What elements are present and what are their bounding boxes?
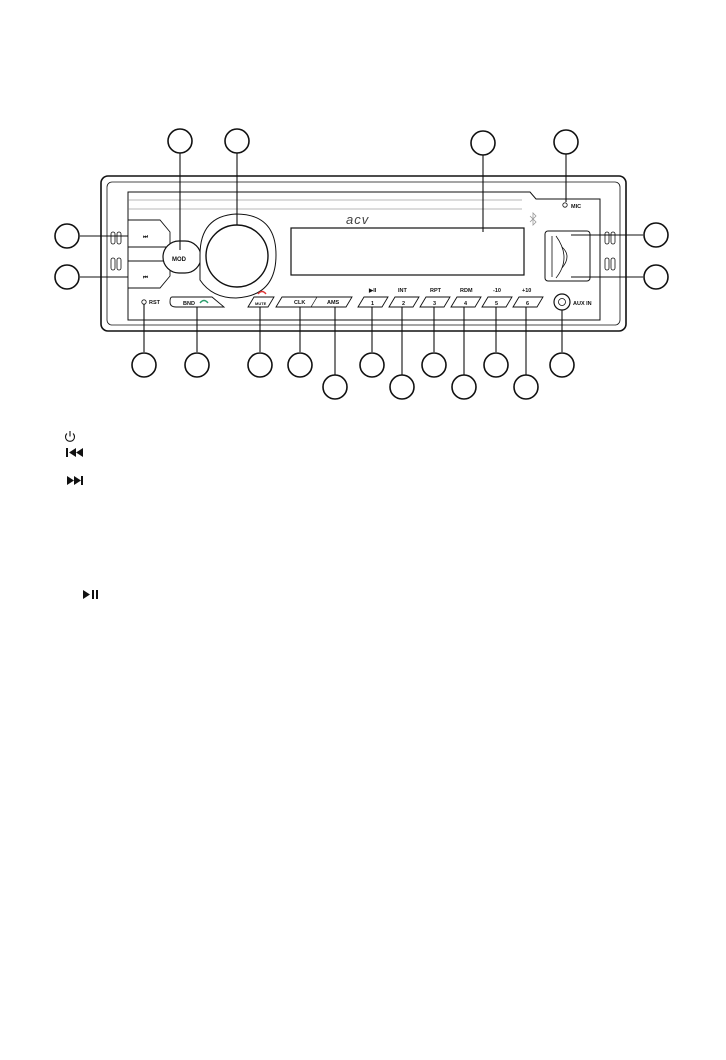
- mode-button-label: MOD: [172, 257, 187, 263]
- preset-2-number: 2: [402, 301, 405, 307]
- lcd-display: [290, 227, 525, 276]
- preset-2-function: INT: [398, 288, 408, 294]
- preset-button-3[interactable]: RPT 3: [419, 288, 451, 308]
- preset-4-function: RDM: [460, 288, 473, 294]
- preset-6-function: +10: [522, 288, 531, 294]
- next-track-icon: [67, 476, 83, 485]
- preset-5-function: -10: [493, 288, 501, 294]
- panel-release-area[interactable]: [544, 230, 591, 282]
- preset-button-4[interactable]: RDM 4: [450, 288, 482, 308]
- preset-1-function: ▶II: [368, 287, 377, 294]
- callout-markers: [54, 128, 669, 400]
- preset-3-number: 3: [433, 301, 436, 307]
- left-grille: [110, 231, 122, 271]
- call-reject-icon: [257, 290, 267, 295]
- next-button-label: ⏭: [143, 234, 148, 240]
- preset-button-2[interactable]: INT 2: [388, 288, 420, 308]
- volume-knob[interactable]: [205, 224, 269, 288]
- play-pause-icon: [83, 590, 98, 599]
- preset-1-number: 1: [371, 301, 374, 307]
- brand-logo: acv: [346, 212, 370, 227]
- call-answer-icon: [199, 299, 209, 304]
- preset-6-number: 6: [526, 301, 529, 307]
- bluetooth-icon: [529, 212, 537, 226]
- power-icon: [64, 431, 76, 442]
- mute-button[interactable]: [247, 296, 275, 308]
- preset-3-function: RPT: [430, 288, 442, 294]
- preset-5-number: 5: [495, 301, 498, 307]
- next-button[interactable]: [127, 219, 171, 248]
- preset-4-number: 4: [464, 301, 468, 307]
- mic-hole: [562, 202, 568, 208]
- clock-label: CLK: [294, 300, 305, 306]
- preset-button-5[interactable]: -10 5: [481, 288, 513, 308]
- mute-button-label: MUTE: [255, 301, 267, 306]
- faceplate: [127, 191, 601, 321]
- housing-inner: [106, 181, 621, 326]
- reset-hole[interactable]: [141, 299, 147, 305]
- previous-button[interactable]: [127, 260, 171, 289]
- reset-label: RST: [149, 300, 161, 306]
- previous-button-label: ⏮: [143, 275, 148, 281]
- ams-label: AMS: [327, 300, 340, 306]
- preset-button-1[interactable]: ▶II 1: [357, 287, 389, 308]
- aux-in-label: AUX IN: [573, 301, 592, 307]
- previous-track-icon: [66, 448, 83, 457]
- callout-lines: [80, 153, 643, 375]
- usb-slot[interactable]: [551, 235, 565, 279]
- preset-button-6[interactable]: +10 6: [512, 288, 544, 308]
- band-button[interactable]: [169, 296, 226, 308]
- right-grille: [604, 231, 616, 271]
- band-button-label: BND: [183, 301, 195, 307]
- mic-label: MIC: [571, 204, 581, 210]
